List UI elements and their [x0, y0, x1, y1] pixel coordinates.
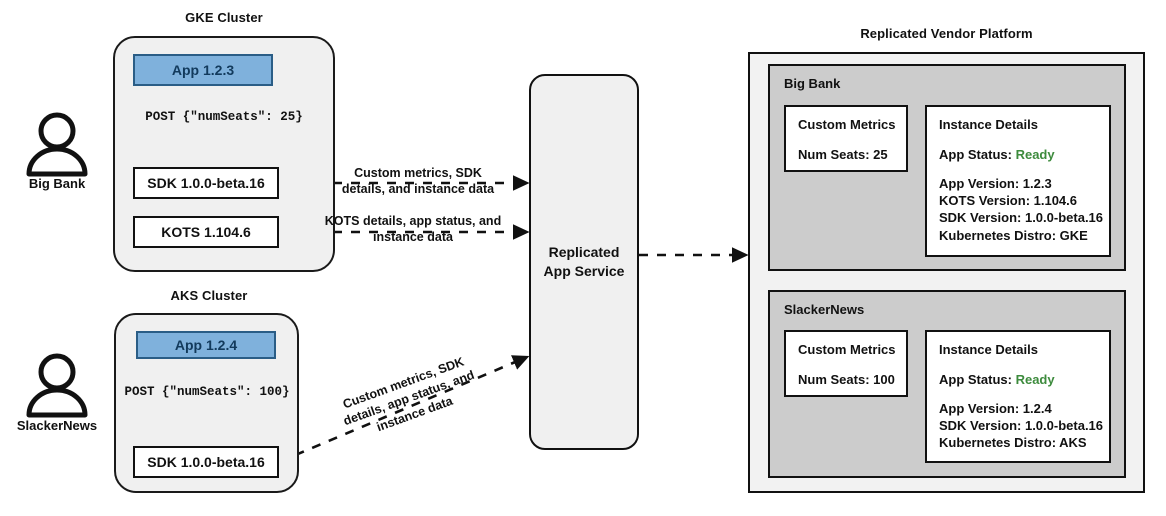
custom-metrics-title-slackernews: Custom Metrics [798, 342, 896, 357]
spacer [939, 388, 1097, 400]
gke-cluster-title: GKE Cluster [185, 10, 263, 25]
k8s-distro-slackernews: Kubernetes Distro: AKS [939, 435, 1087, 451]
app-status-label-slackernews: App Status: [939, 372, 1012, 387]
tenant-name-slackernews: SlackerNews [784, 302, 865, 317]
app-version-big-bank: App Version: 1.2.3 [939, 176, 1052, 192]
k8s-distro-big-bank: Kubernetes Distro: GKE [939, 227, 1088, 243]
custom-metrics-seats-slackernews: Num Seats: 100 [798, 372, 895, 387]
sdk-version-slackernews: SDK Version: 1.0.0-beta.16 [939, 418, 1104, 434]
edge-label-aks-sdk: Custom metrics, SDK details, app status,… [324, 347, 495, 449]
platform-title: Replicated Vendor Platform [860, 26, 1033, 41]
custom-metrics-card-big-bank: Custom Metrics Num Seats: 25 [784, 105, 908, 172]
app-version-slackernews: App Version: 1.2.4 [939, 401, 1052, 417]
instance-details-card-slackernews: Instance Details App Status: Ready App V… [925, 330, 1111, 463]
person-icon-big-bank [26, 112, 88, 177]
person-icon-slackernews [26, 353, 88, 418]
replicated-app-service-box[interactable]: Replicated App Service [529, 74, 639, 450]
instance-details-title-big-bank: Instance Details [939, 117, 1038, 132]
edge-label-gke-sdk-line2: details, and instance data [341, 182, 495, 197]
app-status-row-slackernews: App Status: Ready [939, 371, 1097, 388]
actor-label-slackernews: SlackerNews [16, 418, 98, 433]
edge-label-gke-kots: KOTS details, app status, and instance d… [318, 213, 508, 246]
actor-label-big-bank: Big Bank [28, 176, 86, 191]
kots-version-big-bank: KOTS Version: 1.104.6 [939, 193, 1078, 209]
edge-label-gke-kots-line1: KOTS details, app status, and [324, 214, 502, 228]
custom-metrics-seats-big-bank: Num Seats: 25 [798, 147, 888, 162]
app-status-value-big-bank: Ready [1015, 147, 1055, 162]
aks-app-box[interactable]: App 1.2.4 [136, 331, 276, 359]
edge-label-gke-sdk-line1: Custom metrics, SDK [354, 166, 482, 180]
gke-post-text: POST {"numSeats": 25} [145, 110, 303, 124]
app-status-value-slackernews: Ready [1015, 372, 1055, 387]
app-status-label-big-bank: App Status: [939, 147, 1012, 162]
instance-details-title-slackernews: Instance Details [939, 342, 1038, 357]
service-title-line1: Replicated [548, 244, 620, 261]
custom-metrics-title-big-bank: Custom Metrics [798, 117, 896, 132]
service-title-line2: App Service [543, 263, 625, 279]
gke-kots-box[interactable]: KOTS 1.104.6 [133, 216, 279, 248]
edge-label-gke-kots-line2: instance data [373, 230, 453, 245]
edge-label-gke-sdk: Custom metrics, SDK details, and instanc… [330, 165, 506, 198]
aks-sdk-box[interactable]: SDK 1.0.0-beta.16 [133, 446, 279, 478]
gke-sdk-box[interactable]: SDK 1.0.0-beta.16 [133, 167, 279, 199]
tenant-name-big-bank: Big Bank [784, 76, 841, 91]
aks-post-text: POST {"numSeats": 100} [124, 385, 290, 399]
sdk-version-big-bank: SDK Version: 1.0.0-beta.16 [939, 210, 1104, 226]
instance-details-card-big-bank: Instance Details App Status: Ready App V… [925, 105, 1111, 257]
aks-cluster-title: AKS Cluster [170, 288, 248, 303]
gke-app-box[interactable]: App 1.2.3 [133, 54, 273, 86]
app-status-row-big-bank: App Status: Ready [939, 146, 1097, 163]
spacer [939, 163, 1097, 175]
custom-metrics-card-slackernews: Custom Metrics Num Seats: 100 [784, 330, 908, 397]
